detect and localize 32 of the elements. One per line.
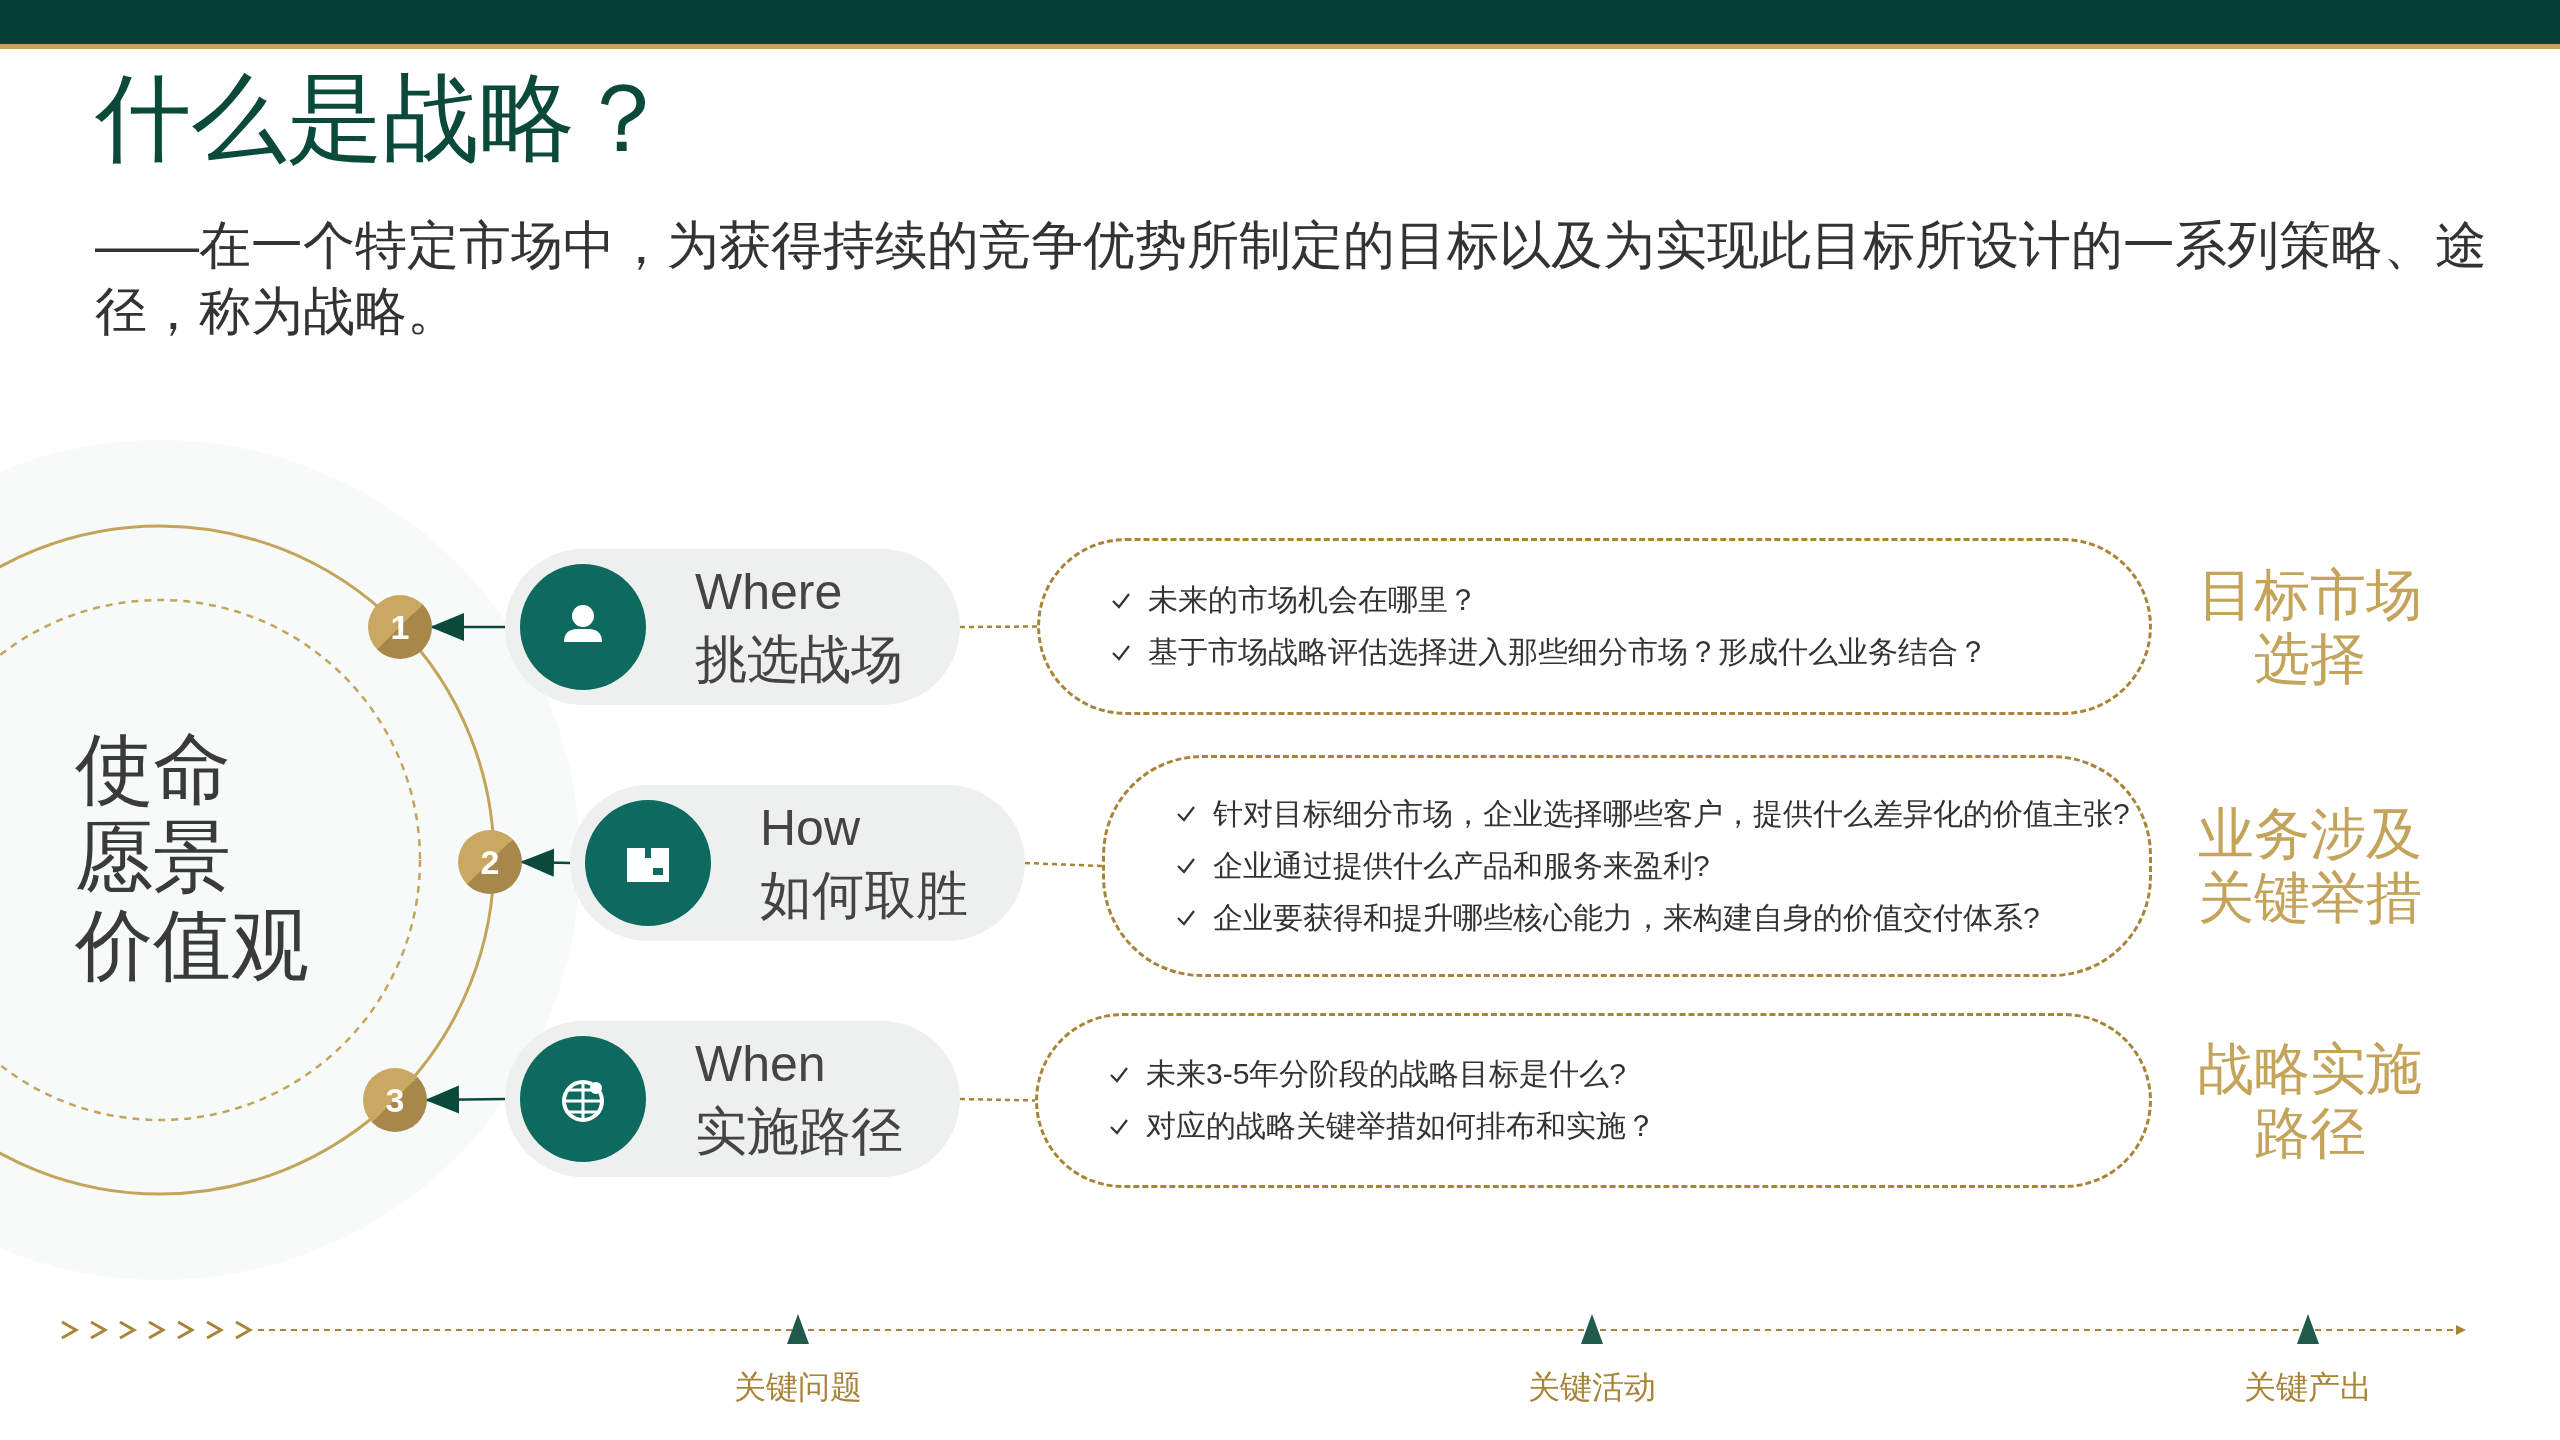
dashed-box (1037, 538, 2152, 715)
pill-subheading: 如何取胜 (760, 865, 968, 926)
pill-heading: Where (695, 563, 843, 621)
bullet-text: 未来3-5年分阶段的战略目标是什么? (1146, 1056, 1627, 1092)
side-label: 目标市场选择 (2197, 562, 2423, 691)
title: 什么是战略？ (95, 63, 671, 173)
core-text: 使命 (75, 725, 232, 813)
bullet-text: 针对目标细分市场，企业选择哪些客户，提供什么差异化的价值主张? (1213, 795, 2130, 832)
milestone-label: 关键活动 (1527, 1368, 1657, 1407)
milestone-label: 关键问题 (733, 1368, 863, 1407)
bullet-text: 对应的战略关键举措如何排布和实施？ (1146, 1108, 1656, 1144)
dashed-box (1035, 1013, 2152, 1188)
subtitle: ——在一个特定市场中，为获得持续的竞争优势所制定的目标以及为实现此目标所设计的一系列策略、途径，称为战略。 (95, 215, 2488, 342)
core-text: 愿景 (75, 813, 232, 901)
pointer-arrow (520, 848, 571, 877)
bullet-text: 企业要获得和提升哪些核心能力，来构建自身的价值交付体系? (1213, 899, 2040, 936)
dotted-connector (960, 625, 1037, 629)
dotted-connector (1024, 861, 1103, 868)
pointer-arrow (430, 613, 505, 641)
side-label: 战略实施路径 (2197, 1036, 2423, 1165)
core-text: 价值观 (75, 901, 309, 989)
dashed-box (1102, 755, 2152, 977)
bullet-text: 未来的市场机会在哪里？ (1148, 582, 1478, 618)
milestone-label: 关键产出 (2243, 1368, 2373, 1407)
pill-heading: How (760, 799, 861, 857)
pill-heading: When (695, 1035, 826, 1093)
pill-subheading: 挑选战场 (695, 629, 903, 690)
dotted-connector (959, 1097, 1036, 1102)
bullet-text: 基于市场战略评估选择进入那些细分市场？形成什么业务结合？ (1148, 634, 1988, 670)
bullet-text: 企业通过提供什么产品和服务来盈利? (1213, 847, 1710, 884)
pill-subheading: 实施路径 (695, 1101, 903, 1162)
side-label: 业务涉及关键举措 (2197, 802, 2423, 930)
